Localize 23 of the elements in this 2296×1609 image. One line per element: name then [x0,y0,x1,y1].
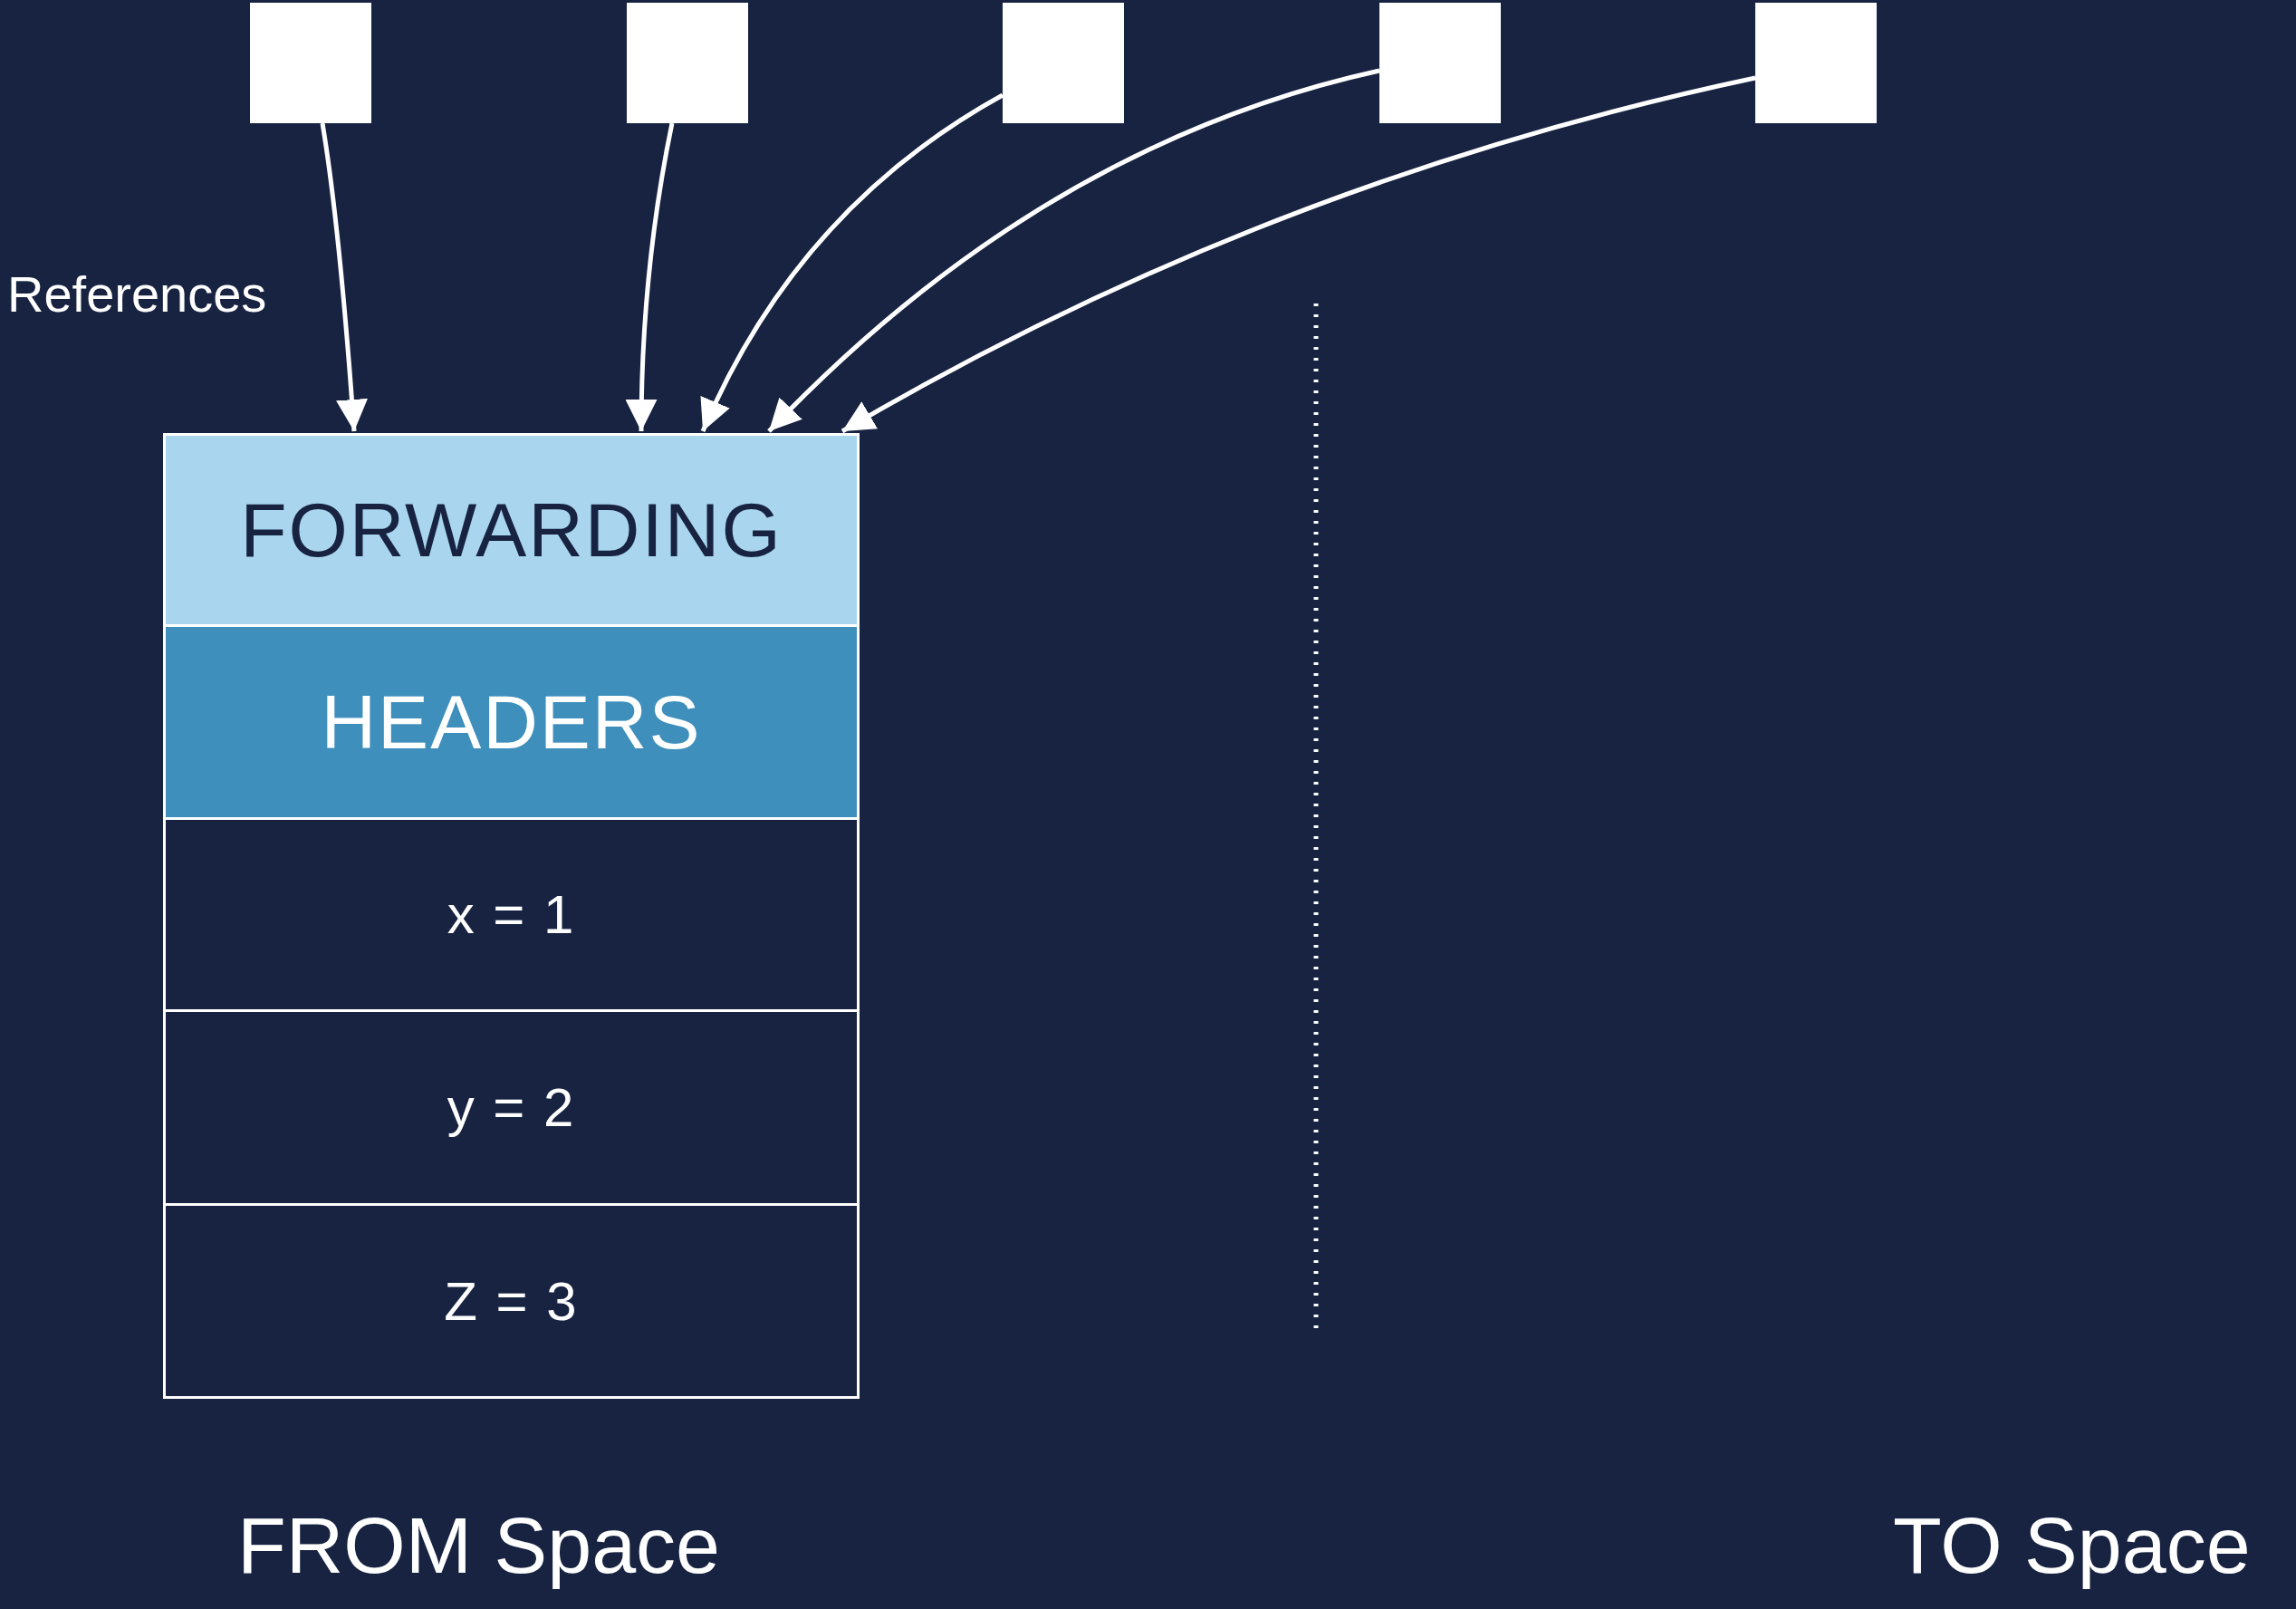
field-text: FORWARDING [240,486,783,574]
arrow [841,75,1756,434]
object-field-row [163,433,860,627]
arrow [767,68,1380,433]
field-text: x = 1 [447,883,576,946]
reference-box [1755,3,1877,123]
reference-box [1379,3,1501,123]
reference-box [627,3,748,123]
object-field-row [163,820,860,1012]
reference-box [250,3,371,123]
field-text: Z = 3 [444,1269,579,1333]
field-text: HEADERS [321,678,702,766]
field-text: y = 2 [447,1076,576,1139]
reference-box [1003,3,1124,123]
section-label: References [7,265,267,323]
object-field-row [163,1012,860,1206]
arrow [320,122,368,432]
object-field-row [163,627,860,820]
arrow [700,92,1004,433]
object-field-row [163,1206,860,1399]
arrow [625,122,675,432]
space-label: TO Space [1893,1499,2251,1592]
space-label: FROM Space [237,1499,721,1592]
